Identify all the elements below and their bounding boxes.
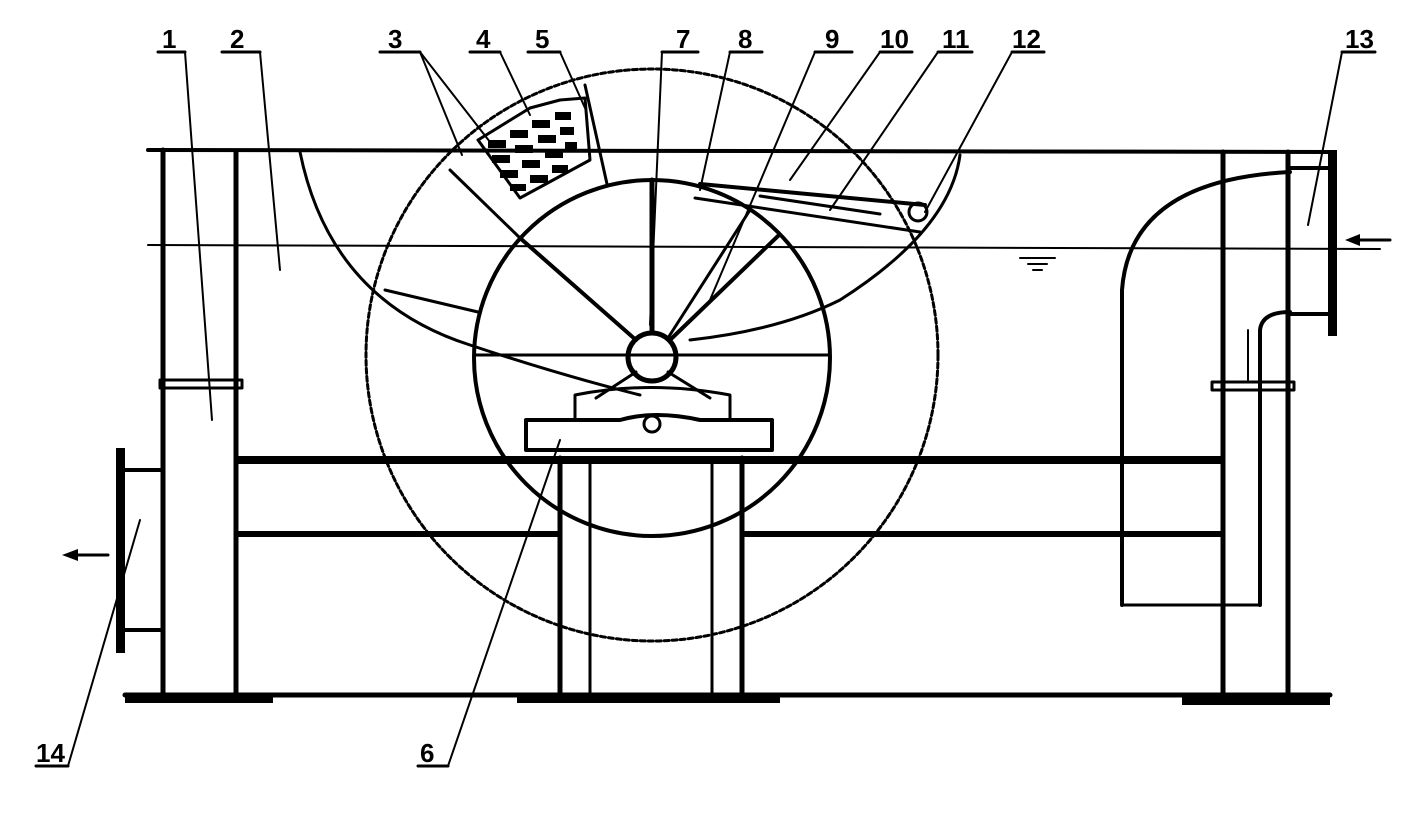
label-6: 6 [420,738,434,768]
bearing-bolt [642,414,662,434]
mesh-pattern [488,112,577,191]
label-10: 10 [880,24,909,54]
foot-center [517,695,780,703]
outlet-arrowhead [62,549,78,561]
panel-divider-b [583,83,609,186]
leader-8 [699,51,731,191]
upper-beam [236,456,1223,464]
label-1: 1 [162,24,176,54]
spoke-right-2 [666,208,752,340]
filter-screen-mesh [476,96,592,200]
right-flow-curve [688,153,962,342]
drum-outer-circle [364,67,940,643]
leader-3a [419,51,463,156]
inlet-duct-inner [1258,310,1292,607]
leader-14 [67,519,141,767]
part-labels: 1 2 3 4 5 7 8 9 10 11 12 13 14 6 [36,24,1374,768]
foot-right [1182,697,1330,705]
label-12: 12 [1012,24,1041,54]
leader-4 [499,51,531,116]
label-13: 13 [1345,24,1374,54]
spoke-lower-left [594,370,638,400]
inlet-flange [1328,150,1337,336]
tank-top-rim [146,148,1332,154]
flow-curves [298,150,1292,607]
left-flow-curve [298,150,642,397]
inlet-arrowhead [1345,234,1360,246]
label-9: 9 [825,24,839,54]
lower-beam-right [742,531,1223,537]
support-beams [236,455,1223,698]
leader-9 [709,51,816,301]
right-flange [1210,380,1296,392]
inlet-nozzle [1286,150,1392,336]
label-4: 4 [476,24,491,54]
label-14: 14 [36,738,65,768]
tank-frame [122,147,1333,705]
spray-pipe-top [698,182,927,207]
left-flange [158,378,244,390]
outlet-flange [116,448,125,653]
drum [364,67,940,643]
leader-11 [829,51,939,211]
lower-beam-left [236,531,558,537]
spray-nozzle [907,201,929,223]
leader-13 [1307,51,1343,226]
panel-divider-c [383,288,480,314]
label-7: 7 [676,24,690,54]
label-5: 5 [535,24,549,54]
label-11: 11 [942,24,970,54]
label-8: 8 [738,24,752,54]
inlet-duct-outer [1120,170,1292,607]
label-2: 2 [230,24,244,54]
leader-5 [559,51,586,109]
leader-12 [924,51,1013,213]
bearing-seat [524,413,774,452]
leader-3b [419,51,491,143]
leader-7 [649,51,663,326]
leader-1 [184,51,213,421]
leader-10 [789,51,881,181]
spoke-lower-right [666,370,712,400]
label-3: 3 [388,24,402,54]
leader-lines [34,50,1377,768]
spoke-upper-right [668,234,780,342]
spray-pipe-bottom [693,196,922,234]
outlet-nozzle [62,448,165,653]
foot-left [125,695,273,703]
spray-pipe-mid [758,194,882,216]
bearing-saddle [573,386,732,422]
leader-2 [259,51,281,271]
bearing-base [524,386,774,452]
panel-divider-a [448,168,522,240]
spoke-upper-left [518,236,638,342]
leader-6 [447,439,561,767]
